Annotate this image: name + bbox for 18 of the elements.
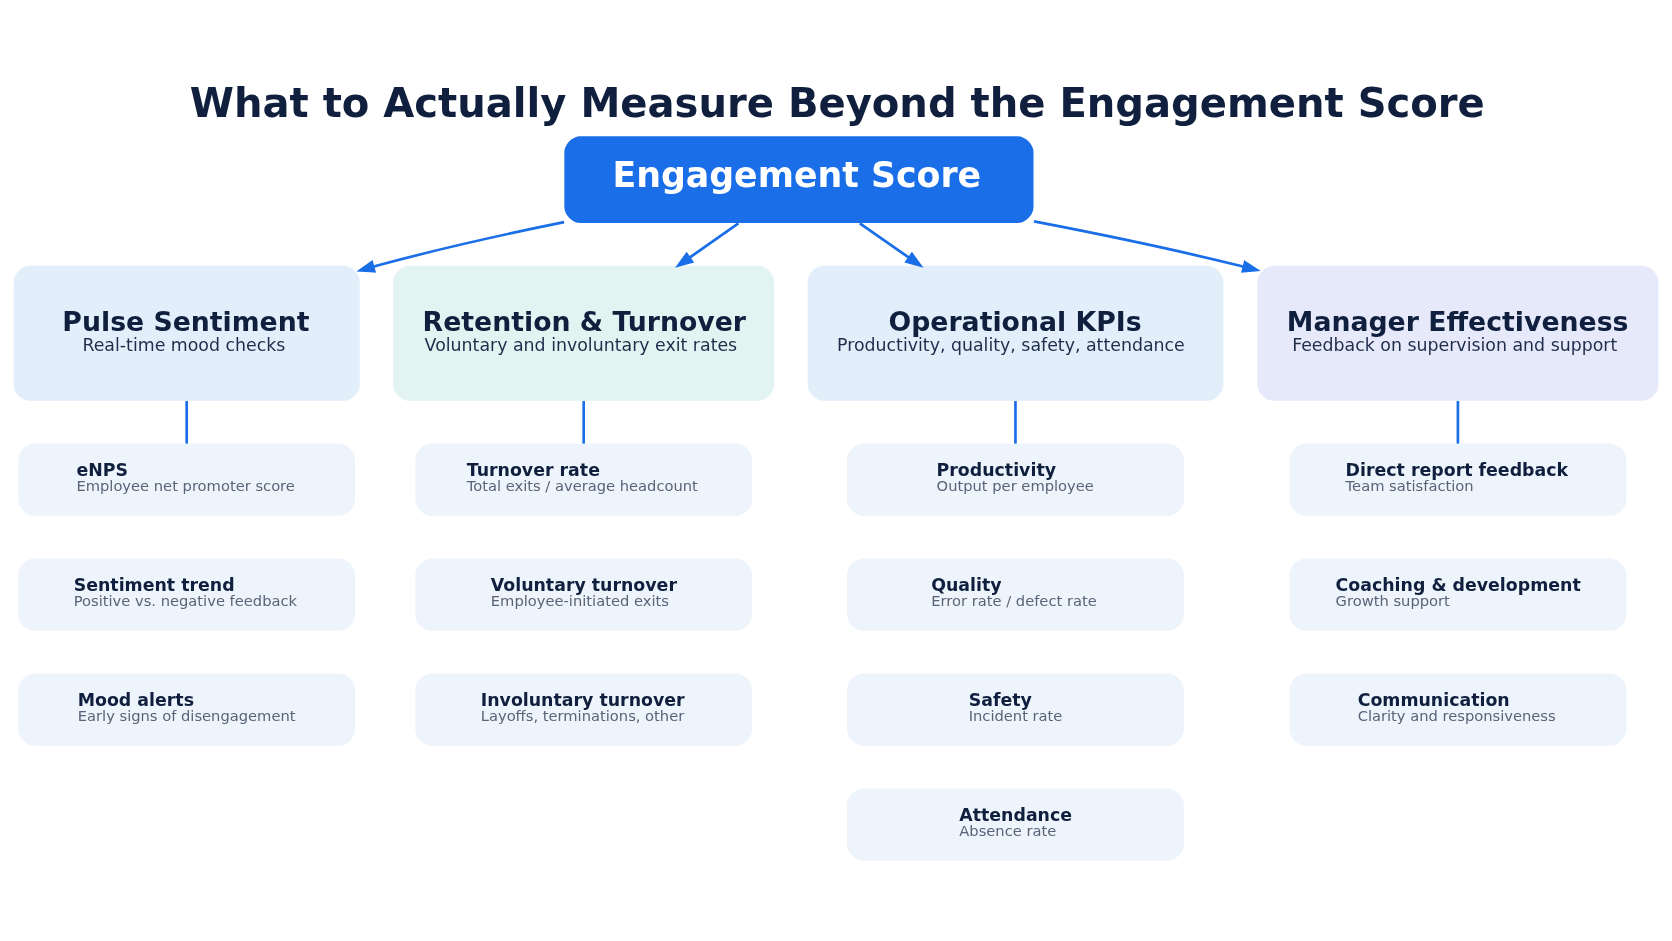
node-box: Pulse Sentiment Real-time mood checks: [13, 265, 360, 401]
node-box: Productivity Output per employee: [847, 443, 1184, 516]
node-box: eNPS Employee net promoter score: [18, 443, 356, 516]
diagram-title: What to Actually Measure Beyond the Engagement Score: [189, 79, 1485, 126]
arrow: [1033, 219, 1261, 273]
connector: [1456, 400, 1460, 444]
arrow: [859, 221, 924, 268]
node-box: Direct report feedback Team satisfaction: [1289, 443, 1627, 516]
arrow: [675, 221, 740, 268]
arrow: [356, 220, 565, 273]
connector: [185, 400, 189, 444]
node-box: Engagement Score: [564, 135, 1034, 223]
node-box: Retention & Turnover Voluntary and involuntary exit rates: [393, 265, 775, 401]
node-box: Turnover rate Total exits / average headcount: [415, 443, 753, 516]
node-box: Operational KPIs Productivity, quality, safety, attendance: [807, 265, 1224, 401]
connector: [1014, 400, 1017, 444]
node-box: Manager Effectiveness Feedback on supervision and support: [1257, 265, 1659, 401]
connector: [582, 400, 586, 444]
